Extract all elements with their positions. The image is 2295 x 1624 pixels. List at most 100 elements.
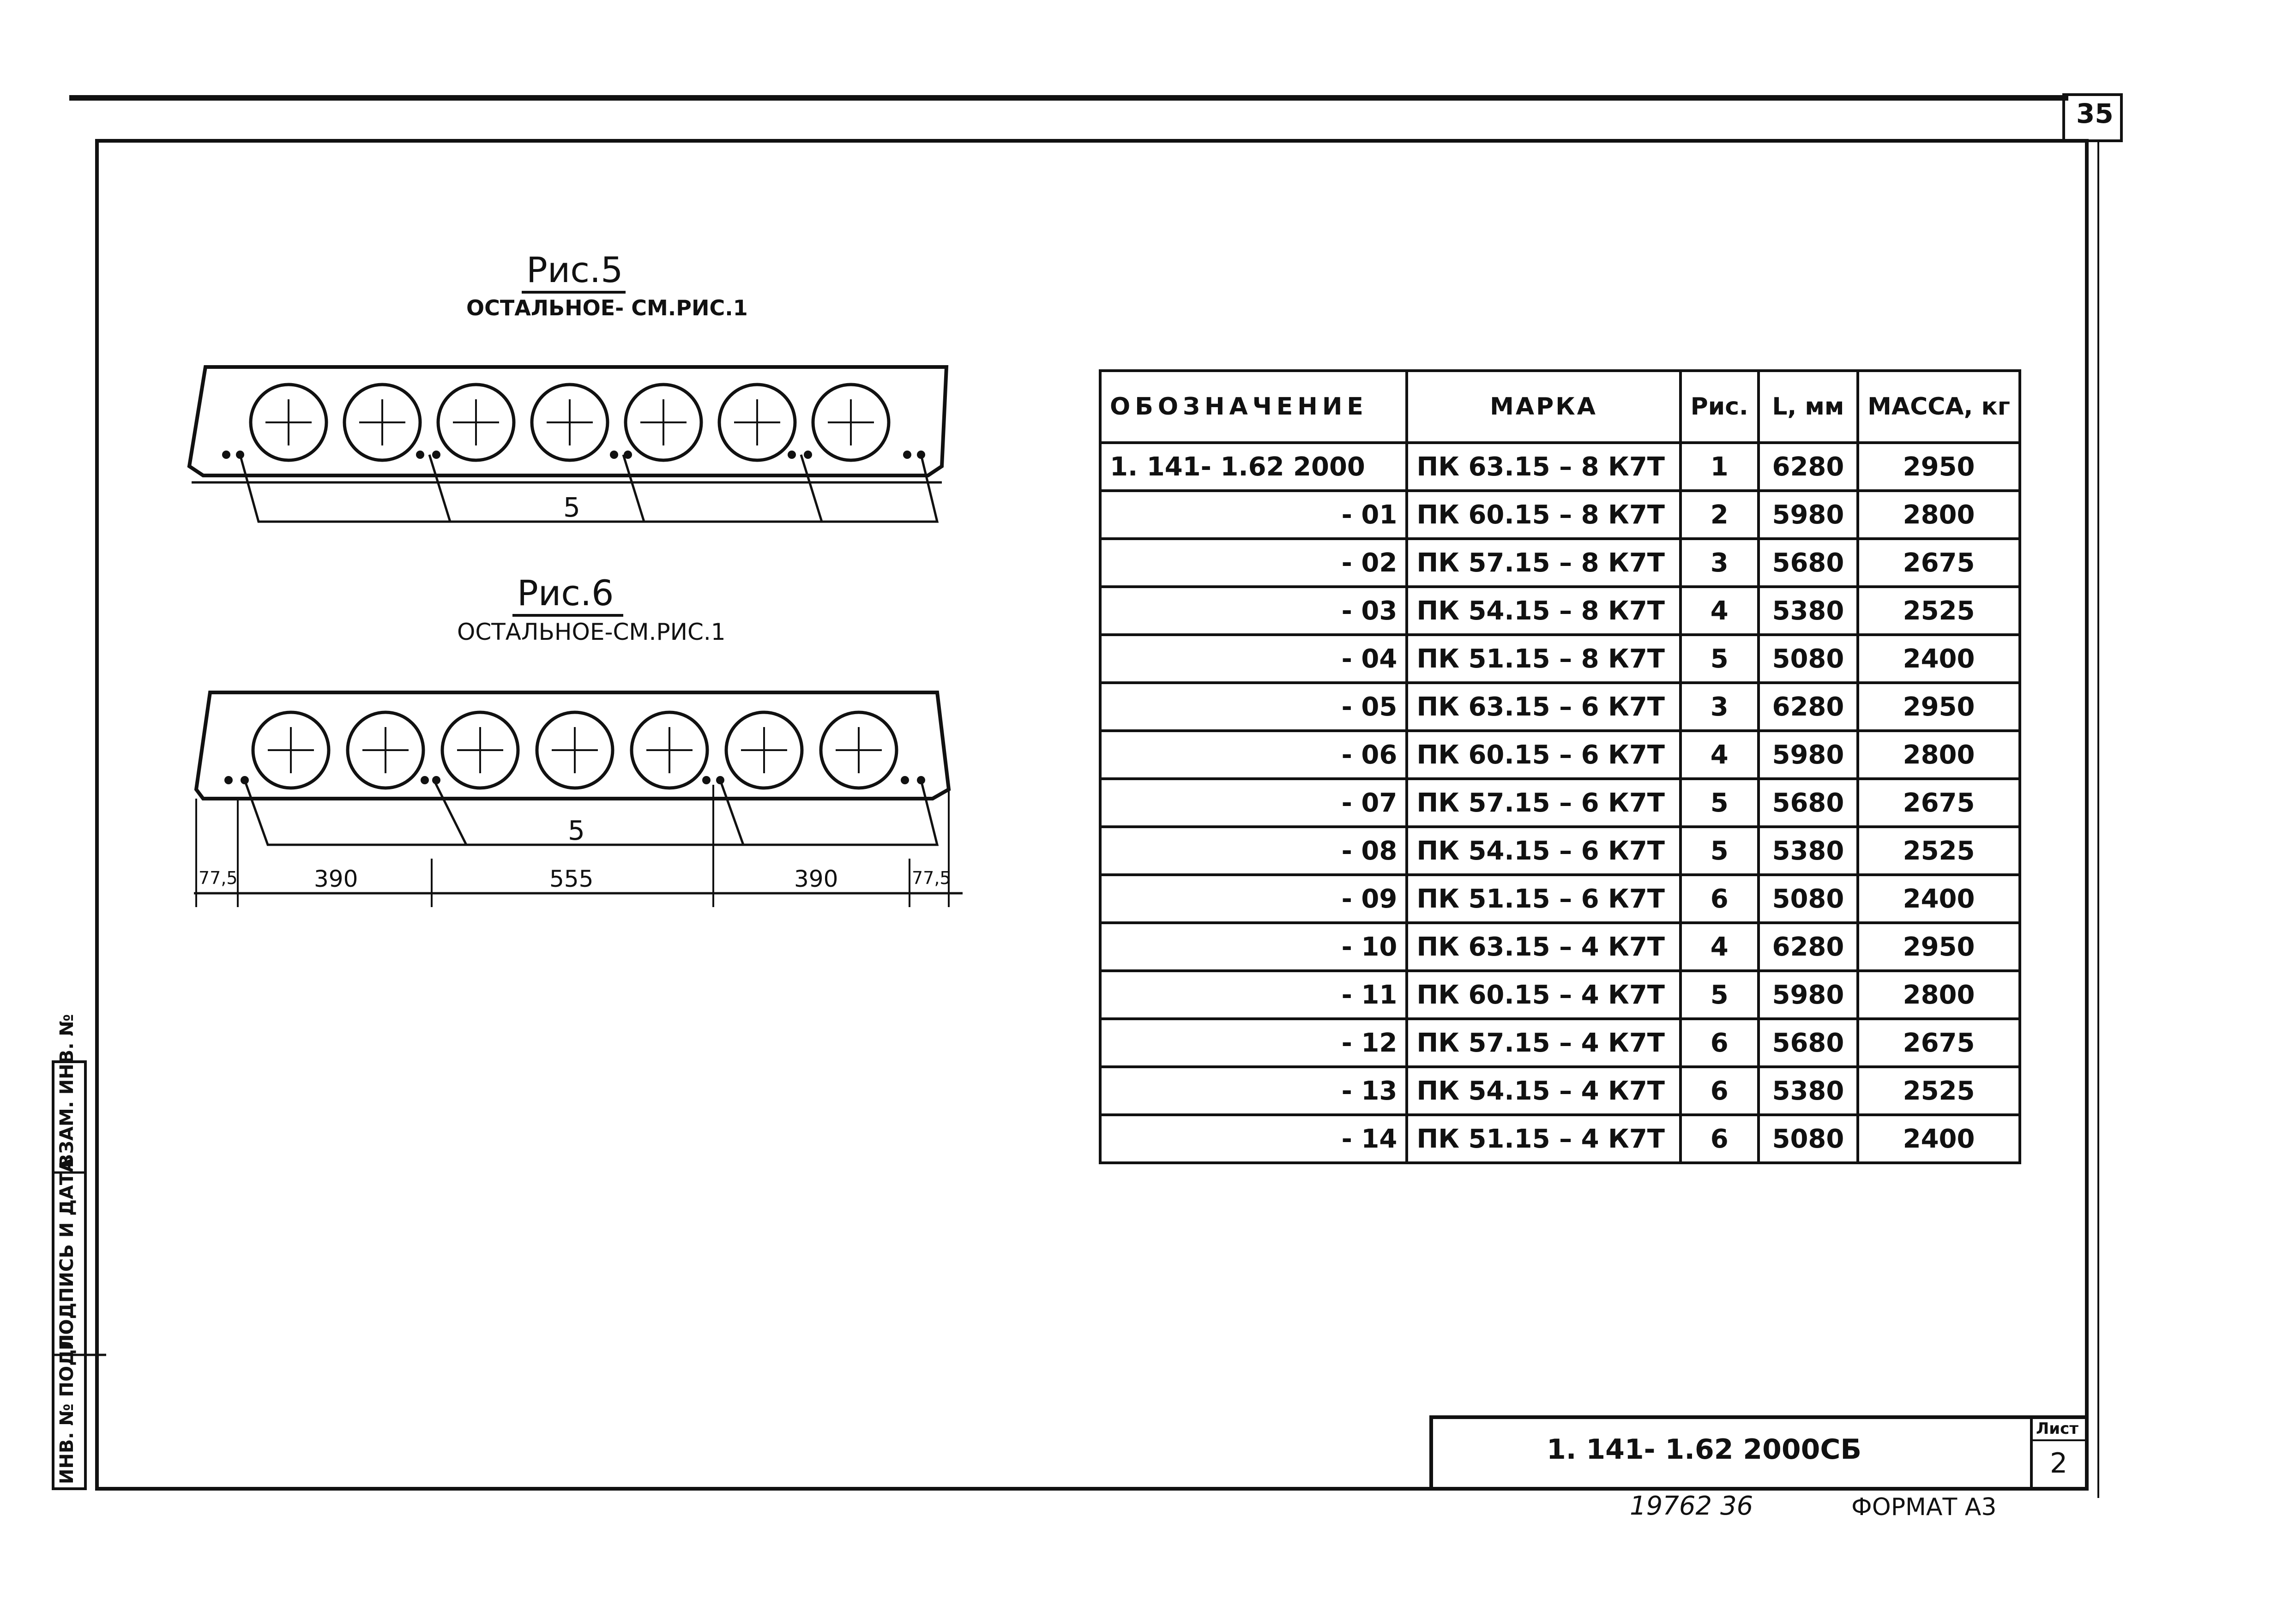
document-code: 1. 141- 1.62 2000СБ xyxy=(1547,1433,1862,1466)
cell-mass: 2800 xyxy=(1856,729,2021,780)
fig6-void-5 xyxy=(630,710,709,790)
header-mass: МАССА, кг xyxy=(1856,369,2021,444)
page-number-box xyxy=(2062,93,2123,142)
cell-mass: 2525 xyxy=(1856,1065,2021,1116)
fig5-void-4 xyxy=(530,383,609,462)
cell-designation: - 02 xyxy=(1098,537,1409,588)
cell-length: 6280 xyxy=(1757,441,1860,492)
fig5-void-2 xyxy=(343,383,422,462)
header-designation: ОБОЗНАЧЕНИЕ xyxy=(1098,369,1409,444)
cell-designation: - 13 xyxy=(1098,1065,1409,1116)
fig5-rebar-dot xyxy=(610,451,618,459)
fig6-rebar-dot xyxy=(716,776,724,784)
cell-length: 5980 xyxy=(1757,729,1860,780)
cell-designation: 1. 141- 1.62 2000 xyxy=(1098,441,1409,492)
fig6-voids xyxy=(251,710,898,790)
cell-designation: - 03 xyxy=(1098,585,1409,636)
fig6-slab-section xyxy=(194,691,963,907)
cell-figure: 6 xyxy=(1679,873,1760,924)
cell-mass: 2525 xyxy=(1856,585,2021,636)
fig6-dim-right-edge: 77,5 xyxy=(912,868,951,888)
cell-designation: - 05 xyxy=(1098,681,1409,732)
header-mark: МАРКА xyxy=(1405,369,1682,444)
cell-mass: 2800 xyxy=(1856,489,2021,540)
cell-mark: ПК 57.15 – 4 К7Т xyxy=(1405,1017,1682,1068)
cell-mark: ПК 51.15 – 8 К7Т xyxy=(1405,633,1682,684)
fig6-void-6 xyxy=(724,710,804,790)
cell-figure: 3 xyxy=(1679,537,1760,588)
header-figure: Рис. xyxy=(1679,369,1760,444)
fig5-rebar-dot xyxy=(236,451,244,459)
cell-mass: 2400 xyxy=(1856,1113,2021,1164)
cell-figure: 5 xyxy=(1679,969,1760,1020)
cell-figure: 4 xyxy=(1679,729,1760,780)
cell-designation: - 11 xyxy=(1098,969,1409,1020)
inventory-note: 19762 36 xyxy=(1630,1491,1753,1521)
cell-mass: 2400 xyxy=(1856,873,2021,924)
fig6-dim-center-span: 555 xyxy=(549,866,594,892)
fig5-leader-3 xyxy=(622,454,645,522)
fig5-leader-2 xyxy=(428,454,452,522)
specification-table: ОБОЗНАЧЕНИЕ МАРКА Рис. L, мм МАССА, кг 1… xyxy=(1098,369,2021,1164)
sidebar-replacement-inv: ВЗАМ. ИНВ. № xyxy=(56,1014,78,1168)
fig5-title-underline xyxy=(522,291,626,294)
cell-length: 5680 xyxy=(1757,537,1860,588)
cell-length: 5680 xyxy=(1757,1017,1860,1068)
fig6-rebar-dot xyxy=(241,776,249,784)
format-label: ФОРМАТ А3 xyxy=(1851,1493,1997,1521)
cell-mark: ПК 60.15 – 6 К7Т xyxy=(1405,729,1682,780)
cell-figure: 1 xyxy=(1679,441,1760,492)
cell-mark: ПК 60.15 – 4 К7Т xyxy=(1405,969,1682,1020)
cell-designation: - 07 xyxy=(1098,777,1409,828)
cell-mass: 2400 xyxy=(1856,633,2021,684)
fig6-dim-left-edge: 77,5 xyxy=(199,868,238,888)
cell-length: 6280 xyxy=(1757,921,1860,972)
cell-figure: 6 xyxy=(1679,1017,1760,1068)
fig6-rebar-dot xyxy=(702,776,711,784)
fig5-void-6 xyxy=(717,383,797,462)
fig6-leader-outer xyxy=(243,780,939,846)
cell-mark: ПК 54.15 – 4 К7Т xyxy=(1405,1065,1682,1116)
cell-mark: ПК 63.15 – 6 К7Т xyxy=(1405,681,1682,732)
fig5-rebar-dot xyxy=(222,451,230,459)
fig6-rebar-dot xyxy=(421,776,429,784)
fig6-rebar-dot xyxy=(432,776,440,784)
fig6-void-2 xyxy=(346,710,425,790)
sheet-label: Лист xyxy=(2036,1419,2078,1438)
cell-mark: ПК 57.15 – 8 К7Т xyxy=(1405,537,1682,588)
cell-mass: 2950 xyxy=(1856,441,2021,492)
cell-length: 5080 xyxy=(1757,873,1860,924)
fig6-leader-2 xyxy=(433,779,468,846)
cell-figure: 4 xyxy=(1679,921,1760,972)
fig6-dim-right-span: 390 xyxy=(794,866,838,892)
cell-figure: 2 xyxy=(1679,489,1760,540)
cell-mark: ПК 60.15 – 8 К7Т xyxy=(1405,489,1682,540)
fig5-rebar-dot xyxy=(416,451,424,459)
fig5-void-3 xyxy=(436,383,516,462)
fig5-leader-4 xyxy=(800,454,823,522)
cell-mark: ПК 54.15 – 8 К7Т xyxy=(1405,585,1682,636)
fig5-rebar-dot xyxy=(432,451,440,459)
fig6-void-1 xyxy=(251,710,331,790)
fig6-void-3 xyxy=(440,710,520,790)
cell-length: 5380 xyxy=(1757,585,1860,636)
fig6-subtitle: ОСТАЛЬНОЕ-СМ.РИС.1 xyxy=(457,619,726,645)
cell-length: 5380 xyxy=(1757,1065,1860,1116)
cell-mark: ПК 63.15 – 4 К7Т xyxy=(1405,921,1682,972)
cell-figure: 5 xyxy=(1679,633,1760,684)
fig6-leader-label: 5 xyxy=(568,815,585,846)
fig5-void-7 xyxy=(811,383,891,462)
fig6-title: Рис.6 xyxy=(517,572,614,614)
fig5-rebar-dot xyxy=(903,451,911,459)
cell-mark: ПК 54.15 – 6 К7Т xyxy=(1405,825,1682,876)
